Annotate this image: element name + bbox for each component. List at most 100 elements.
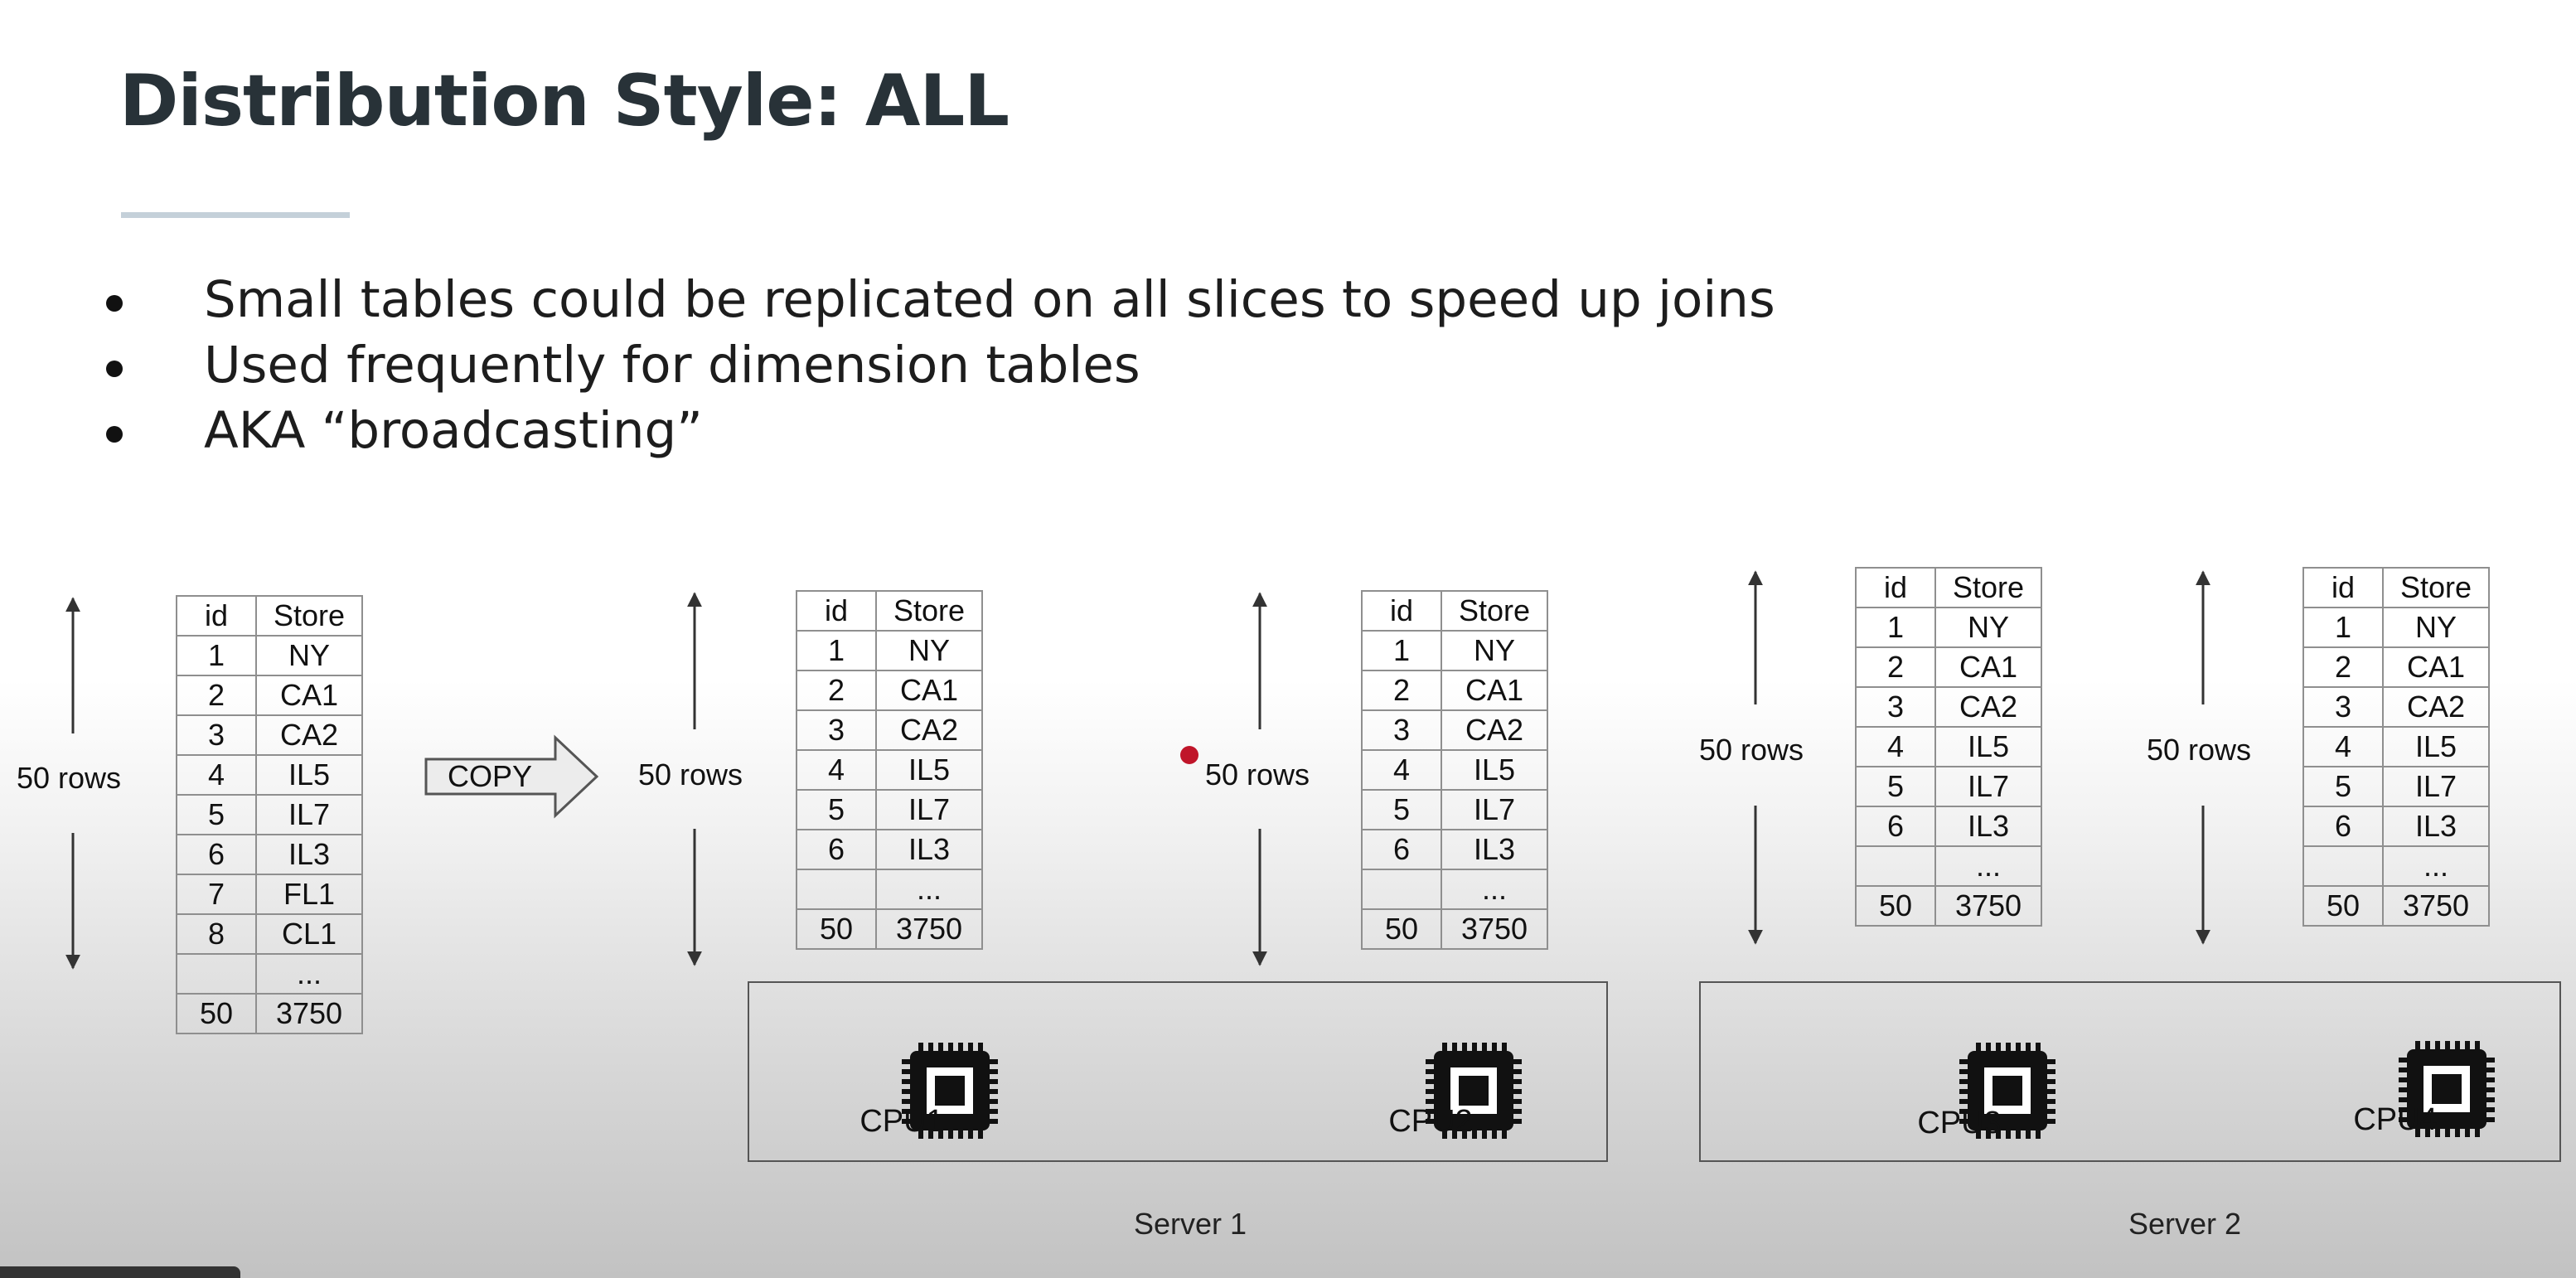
cell-id: 5 bbox=[1855, 766, 1936, 807]
cell-id: 1 bbox=[2302, 607, 2384, 648]
cpu-chip-icon bbox=[1959, 1043, 2055, 1139]
cell-id: 5 bbox=[2302, 766, 2384, 807]
cell-store: CA1 bbox=[1441, 670, 1548, 711]
cell-id: 6 bbox=[1361, 829, 1442, 870]
cell-store: CA2 bbox=[1441, 709, 1548, 751]
cell-id: 2 bbox=[2302, 646, 2384, 688]
cell-store: 3750 bbox=[2382, 885, 2490, 927]
cell-store: IL3 bbox=[2382, 806, 2490, 847]
cell-id: 4 bbox=[1855, 726, 1936, 767]
cell-store: 3750 bbox=[1934, 885, 2042, 927]
cell-id: 4 bbox=[1361, 749, 1442, 791]
cell-id: 2 bbox=[796, 670, 877, 711]
cell-id: 4 bbox=[2302, 726, 2384, 767]
copy-label: COPY bbox=[447, 759, 533, 793]
cell-id: 6 bbox=[176, 834, 257, 875]
cell-id: 2 bbox=[1361, 670, 1442, 711]
cpu-label: CPU2 bbox=[1388, 1104, 1473, 1139]
cell-store: IL5 bbox=[875, 749, 983, 791]
cell-store: IL5 bbox=[1934, 726, 2042, 767]
cell-id: 6 bbox=[796, 829, 877, 870]
cell-id: 3 bbox=[1855, 686, 1936, 728]
cell-store: CA2 bbox=[1934, 686, 2042, 728]
bullet-item: Used frequently for dimension tables bbox=[99, 332, 1775, 398]
cell-id: 6 bbox=[1855, 806, 1936, 847]
cell-store: IL3 bbox=[1934, 806, 2042, 847]
cell-store: CA1 bbox=[875, 670, 983, 711]
cell-id: id bbox=[2302, 567, 2384, 608]
cpu-chip-icon bbox=[2399, 1041, 2495, 1137]
server-1-box bbox=[748, 981, 1608, 1162]
cell-store: ... bbox=[1934, 845, 2042, 887]
cell-id: id bbox=[176, 595, 257, 637]
cell-id: 3 bbox=[1361, 709, 1442, 751]
server-label: Server 1 bbox=[1133, 1207, 1247, 1241]
cell-id: id bbox=[1855, 567, 1936, 608]
slide-title: Distribution Style: ALL bbox=[119, 60, 1010, 143]
cell-store: CA1 bbox=[1934, 646, 2042, 688]
cell-store: CA2 bbox=[2382, 686, 2490, 728]
bullet-item: AKA “broadcasting” bbox=[99, 398, 1775, 463]
cell-id: id bbox=[796, 590, 877, 632]
rows-label: 50 rows bbox=[17, 761, 122, 795]
video-progress-bar bbox=[0, 1266, 240, 1278]
cell-id: 5 bbox=[796, 789, 877, 830]
bullet-list: Small tables could be replicated on all … bbox=[99, 267, 1775, 463]
cpu-label: CPU3 bbox=[1917, 1106, 2002, 1140]
cell-store: Store bbox=[1934, 567, 2042, 608]
cell-id: 50 bbox=[1855, 885, 1936, 927]
pointer-dot bbox=[1180, 746, 1198, 764]
cell-id: id bbox=[1361, 590, 1442, 632]
cell-store: 3750 bbox=[875, 908, 983, 950]
cpu-label: CPU1 bbox=[859, 1104, 944, 1139]
table-row: ... bbox=[796, 869, 983, 910]
cell-store: NY bbox=[1441, 630, 1548, 671]
rows-label: 50 rows bbox=[638, 758, 743, 791]
cell-id bbox=[1361, 869, 1442, 910]
rows-label: 50 rows bbox=[1699, 733, 1804, 767]
server-2-box bbox=[1699, 981, 2561, 1162]
cell-store: IL7 bbox=[2382, 766, 2490, 807]
table-row: ... bbox=[2302, 845, 2490, 887]
cell-store: IL5 bbox=[255, 754, 363, 796]
cell-id: 6 bbox=[2302, 806, 2384, 847]
cpu-label: CPU4 bbox=[2353, 1102, 2438, 1137]
cell-id: 1 bbox=[1361, 630, 1442, 671]
cell-store: CA1 bbox=[2382, 646, 2490, 688]
cell-id: 3 bbox=[2302, 686, 2384, 728]
cell-id: 50 bbox=[176, 993, 257, 1034]
cell-id bbox=[176, 953, 257, 995]
cell-id: 4 bbox=[796, 749, 877, 791]
cell-id: 50 bbox=[2302, 885, 2384, 927]
